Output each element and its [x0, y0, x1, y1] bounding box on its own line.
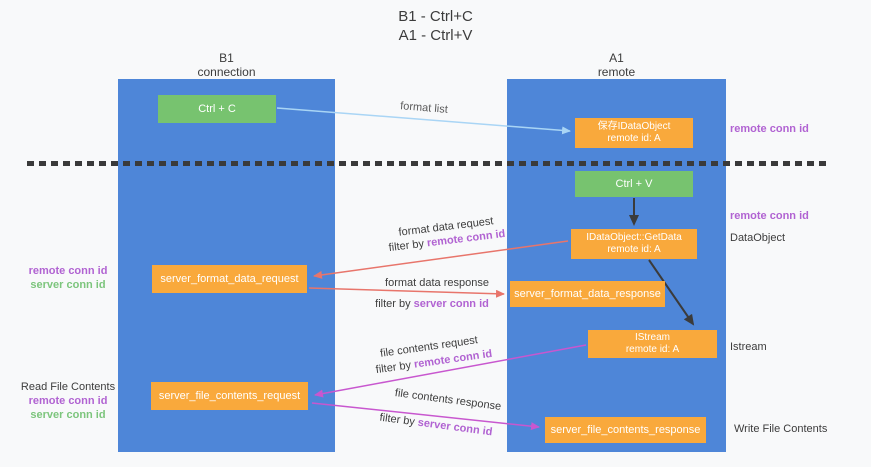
node-save-idataobject: 保存IDataObject remote id: A [575, 118, 693, 148]
node-server-format-data-request-label: server_format_data_request [160, 273, 299, 285]
annotation-dataobject: DataObject [730, 232, 786, 244]
label-filter-by-server-1: filter by server conn id [375, 298, 489, 310]
label-filter-by-server-1-prefix: filter by [375, 298, 414, 310]
lifeline-a1-role: remote [597, 65, 636, 79]
label-format-list: format list [399, 100, 449, 116]
node-server-format-data-response-label: server_format_data_response [514, 288, 661, 300]
label-filter-by-server-2-prefix: filter by [378, 411, 419, 429]
node-server-format-data-request: server_format_data_request [152, 265, 307, 293]
title-line-2: A1 - Ctrl+V [398, 27, 473, 44]
lifeline-b1-name: B1 [219, 51, 234, 65]
node-istream-line2: remote id: A [625, 344, 680, 355]
annotation-read-file-contents: Read File Contents [20, 381, 116, 393]
node-ctrl-c-label: Ctrl + C [198, 103, 236, 115]
node-save-idataobject-line2: remote id: A [607, 133, 661, 144]
lifeline-b1-role: connection [197, 65, 256, 79]
node-istream: IStream remote id: A [588, 330, 717, 358]
label-filter-by-server-1-highlight: server conn id [413, 298, 489, 310]
node-idataobject-getdata-line2: remote id: A [607, 244, 661, 255]
lifeline-header-a1: A1 remote [507, 51, 726, 79]
phase-separator-dashed-line [27, 161, 830, 166]
node-server-file-contents-request-label: server_file_contents_request [158, 390, 301, 402]
label-format-data-response: format data response [385, 277, 489, 289]
node-ctrl-c: Ctrl + C [158, 95, 276, 123]
node-server-file-contents-request: server_file_contents_request [151, 382, 308, 410]
node-idataobject-getdata: IDataObject::GetData remote id: A [571, 229, 697, 259]
label-filter-by-server-2-highlight: server conn id [417, 416, 494, 439]
label-file-contents-response: file contents response [394, 387, 502, 413]
annotation-write-file-contents: Write File Contents [734, 423, 828, 435]
lifeline-header-b1: B1 connection [118, 51, 335, 79]
annotation-group-left-mid: remote conn id server conn id [8, 264, 128, 292]
label-filter-by-server-2: filter by server conn id [379, 412, 493, 439]
annotation-left-bottom-server-conn-id: server conn id [30, 409, 106, 421]
node-server-format-data-response: server_format_data_response [510, 281, 665, 307]
node-server-file-contents-response: server_file_contents_response [545, 417, 706, 443]
node-save-idataobject-line1: 保存IDataObject [597, 121, 671, 132]
lifeline-a1-name: A1 [609, 51, 624, 65]
node-idataobject-getdata-line1: IDataObject::GetData [586, 232, 682, 243]
node-ctrl-v: Ctrl + V [575, 171, 693, 197]
node-ctrl-v-label: Ctrl + V [615, 178, 653, 190]
diagram-title: B1 - Ctrl+C A1 - Ctrl+V [0, 7, 871, 45]
annotation-left-bottom-remote-conn-id: remote conn id [28, 395, 108, 407]
annotation-remote-conn-id-mid: remote conn id [730, 210, 809, 222]
annotation-group-left-bottom: Read File Contents remote conn id server… [8, 380, 128, 422]
label-filter-by-remote-1-prefix: filter by [388, 237, 428, 255]
title-line-1: B1 - Ctrl+C [398, 8, 473, 25]
node-istream-line1: IStream [634, 332, 670, 343]
annotation-istream: Istream [730, 341, 767, 353]
annotation-left-remote-conn-id: remote conn id [28, 265, 108, 277]
annotation-left-server-conn-id: server conn id [30, 279, 106, 291]
label-filter-by-remote-2-prefix: filter by [375, 358, 415, 377]
node-server-file-contents-response-label: server_file_contents_response [550, 424, 701, 436]
annotation-remote-conn-id-top: remote conn id [730, 123, 809, 135]
